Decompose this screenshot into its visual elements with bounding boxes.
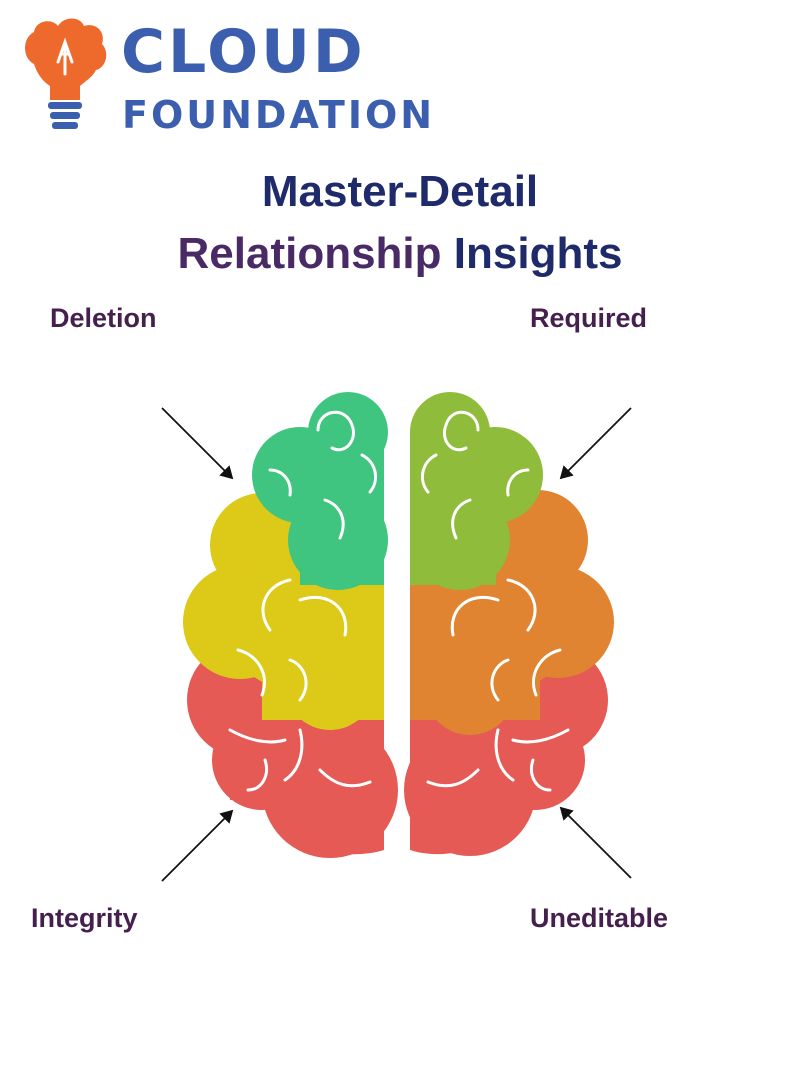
title-word-insights: Insights: [453, 229, 623, 278]
label-required: Required: [530, 303, 648, 333]
label-integrity: Integrity: [31, 903, 138, 933]
right-hemisphere: [404, 392, 614, 856]
page-title-line-1: Master-Detail: [261, 167, 539, 216]
arrow-uneditable: [559, 806, 632, 879]
arrow-deletion: [161, 407, 234, 480]
arrow-integrity: [161, 809, 234, 882]
logo-text-foundation: FOUNDATION: [122, 93, 436, 137]
label-uneditable: Uneditable: [530, 903, 669, 933]
logo-text-cloud: CLOUD: [121, 17, 366, 87]
page-title-line-2: Relationship Insights: [0, 232, 800, 276]
label-deletion: Deletion: [50, 303, 157, 333]
arrow-required: [559, 407, 632, 480]
left-hemisphere: [183, 392, 398, 858]
lightbulb-brain-icon: [25, 18, 107, 129]
cloud-foundation-logo: CLOUD FOUNDATION: [18, 14, 478, 139]
title-word-relationship: Relationship: [177, 229, 442, 278]
